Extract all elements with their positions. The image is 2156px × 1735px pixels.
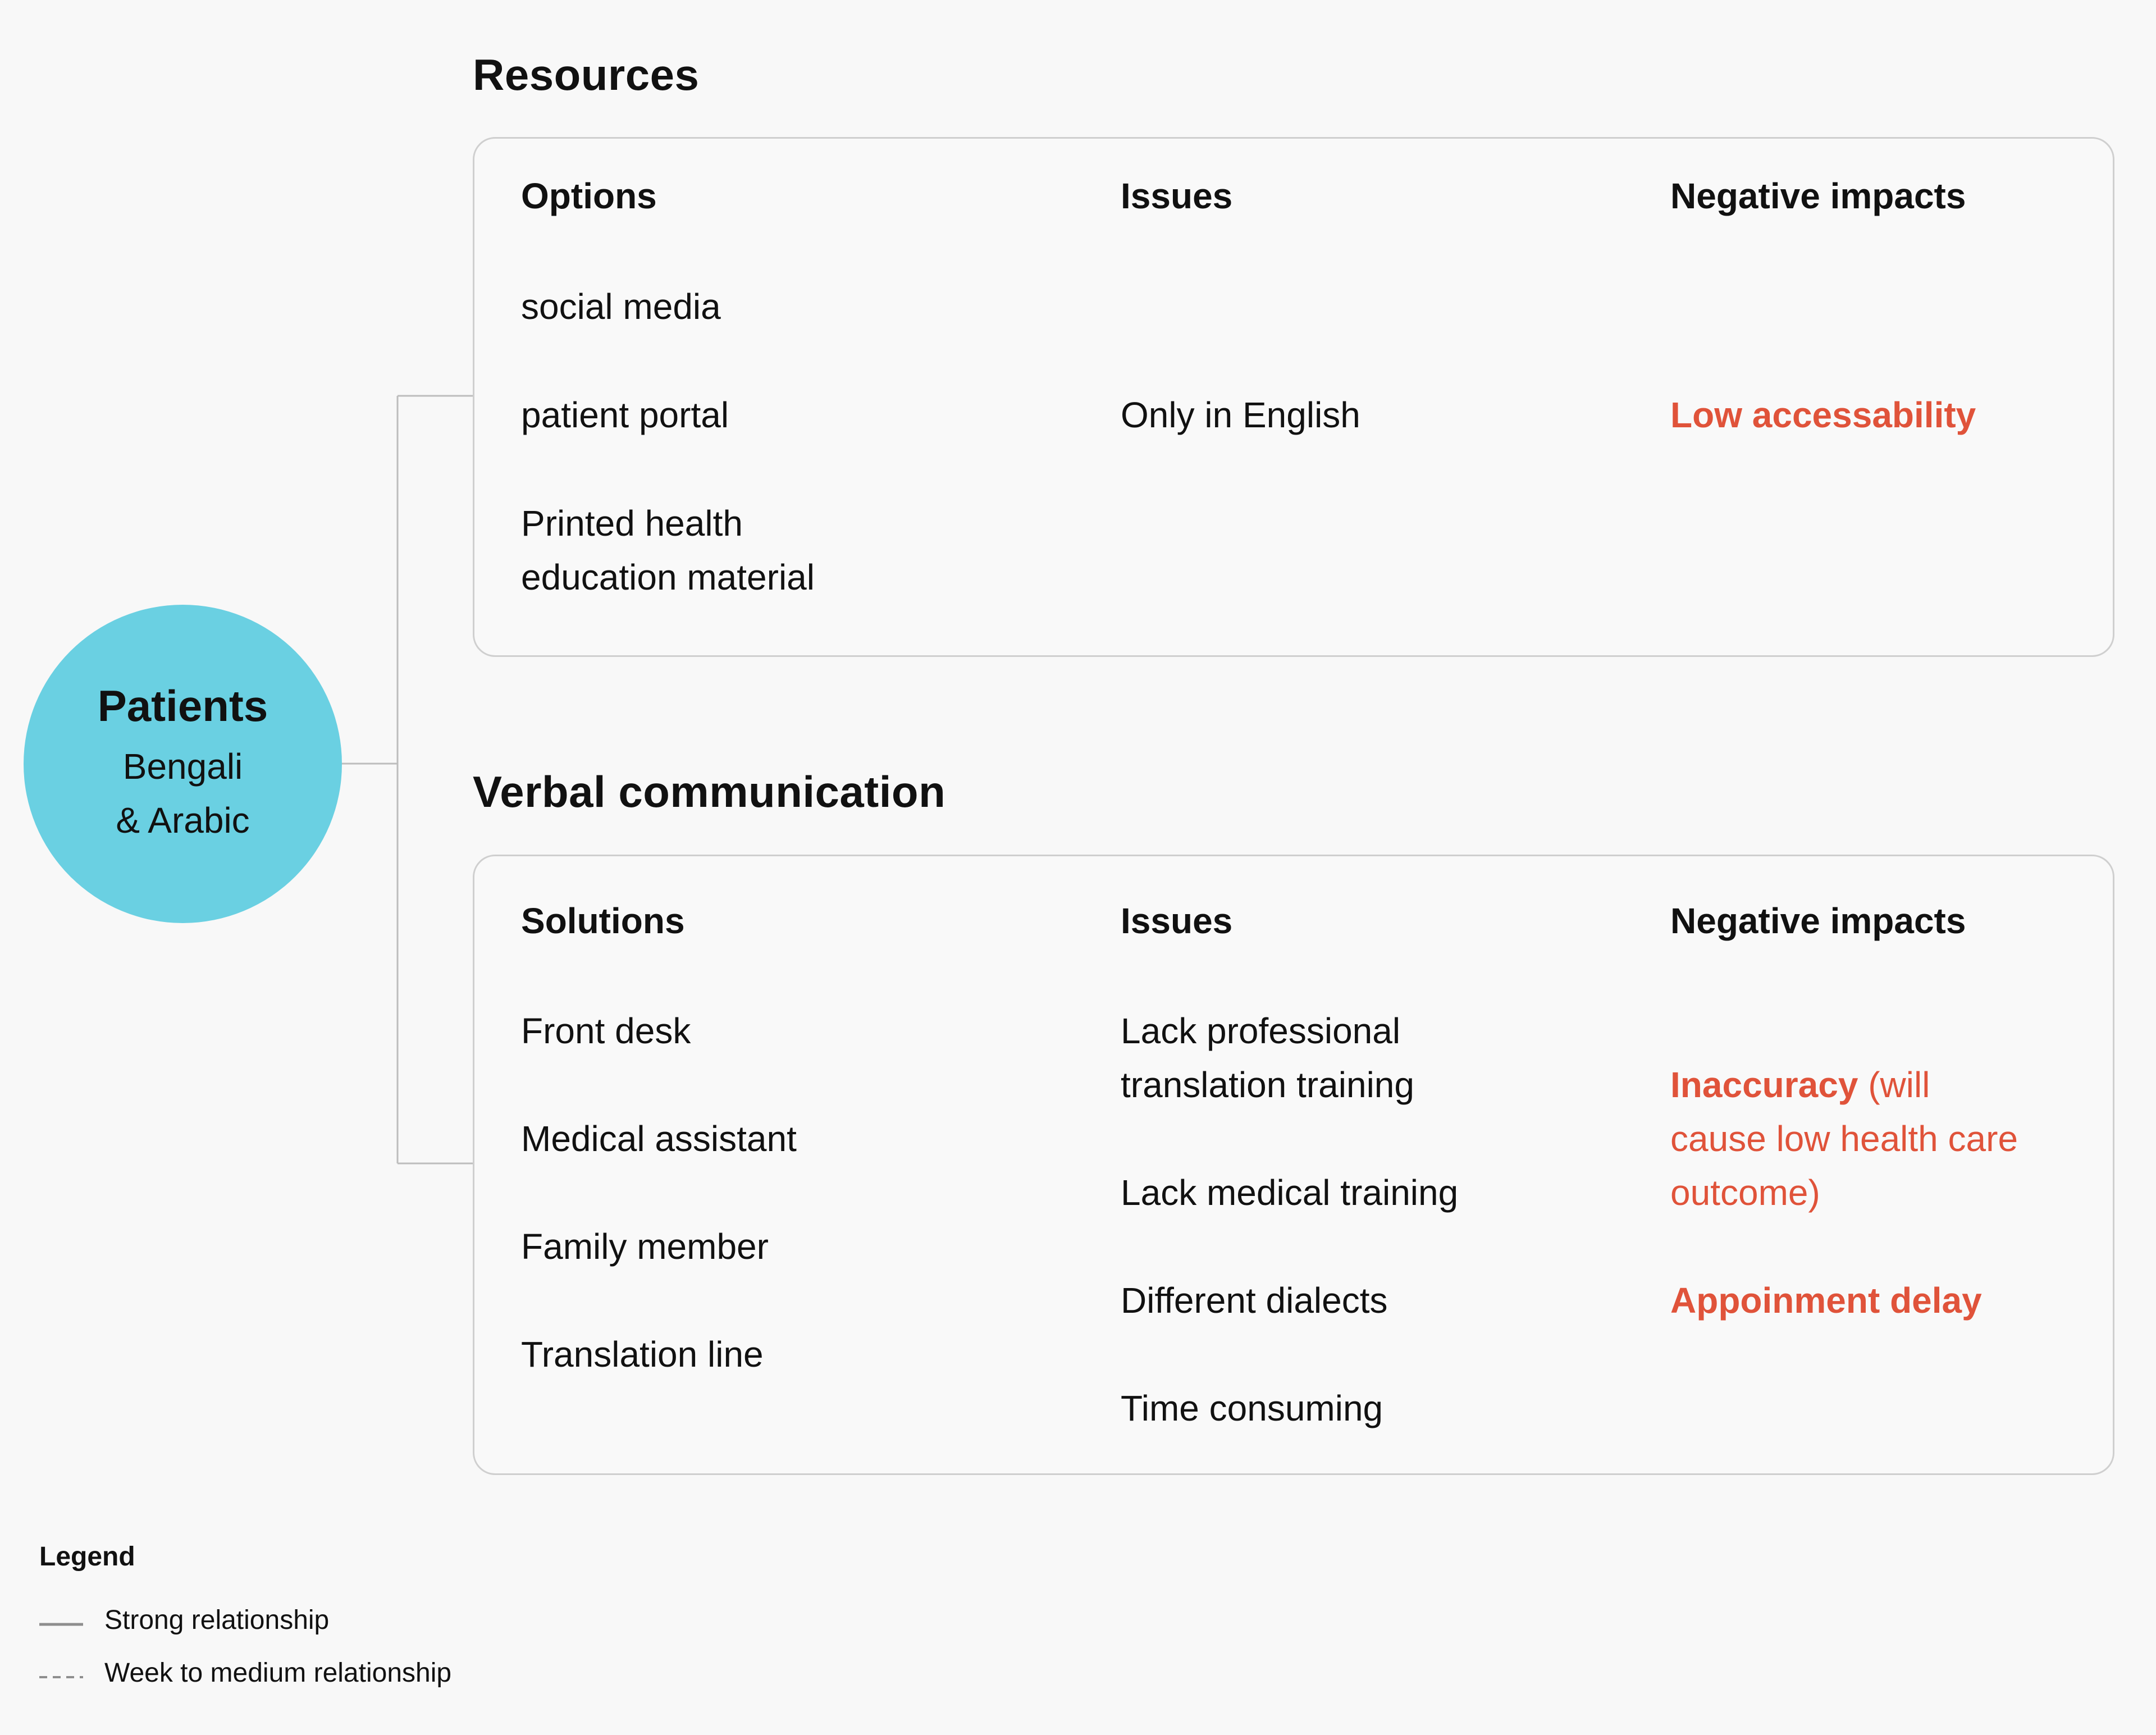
solution-front-desk: Front desk — [521, 1011, 691, 1051]
impact-inaccuracy-bold: Inaccuracy — [1670, 1065, 1858, 1105]
verbal-issues-header: Issues — [1121, 901, 1233, 941]
resources-title: Resources — [473, 50, 700, 99]
issue-translation-training: translation training — [1121, 1065, 1414, 1105]
issue-lack-medical-training: Lack medical training — [1121, 1172, 1459, 1213]
option-social-media: social media — [521, 286, 721, 327]
resources-issues-header: Issues — [1121, 176, 1233, 216]
issue-only-english: Only in English — [1121, 395, 1360, 435]
verbal-impacts-header: Negative impacts — [1670, 901, 1966, 941]
resources-impacts-header: Negative impacts — [1670, 176, 1966, 216]
impact-inaccuracy-line3: outcome) — [1670, 1172, 1820, 1213]
option-printed-health: Printed health — [521, 503, 743, 544]
impact-low-accessibility: Low accessability — [1670, 395, 1976, 435]
impact-inaccuracy: Inaccuracy (will — [1670, 1058, 1930, 1112]
patients-title: Patients — [97, 681, 268, 730]
impact-inaccuracy-line2: cause low health care — [1670, 1118, 2018, 1159]
resources-options-header: Options — [521, 176, 657, 216]
resources-panel — [473, 137, 2114, 657]
patients-node: Patients Bengali & Arabic — [24, 605, 342, 923]
solution-translation-line: Translation line — [521, 1334, 764, 1375]
legend-strong-label: Strong relationship — [104, 1605, 330, 1635]
solution-family-member: Family member — [521, 1226, 769, 1267]
legend-weak-label: Week to medium relationship — [104, 1658, 452, 1688]
legend-title: Legend — [39, 1542, 135, 1572]
impact-inaccuracy-note: (will — [1858, 1065, 1930, 1105]
impact-appointment-delay: Appoinment delay — [1670, 1280, 1982, 1321]
issue-time-consuming: Time consuming — [1121, 1388, 1383, 1428]
issue-different-dialects: Different dialects — [1121, 1280, 1388, 1321]
verbal-solutions-header: Solutions — [521, 901, 685, 941]
patients-language-2: & Arabic — [116, 800, 250, 841]
option-patient-portal: patient portal — [521, 395, 729, 435]
solution-medical-assistant: Medical assistant — [521, 1118, 797, 1159]
patients-language-1: Bengali — [122, 746, 243, 787]
option-education-material: education material — [521, 557, 815, 597]
verbal-panel — [473, 855, 2114, 1475]
verbal-title: Verbal communication — [473, 767, 946, 816]
issue-lack-professional: Lack professional — [1121, 1011, 1401, 1051]
